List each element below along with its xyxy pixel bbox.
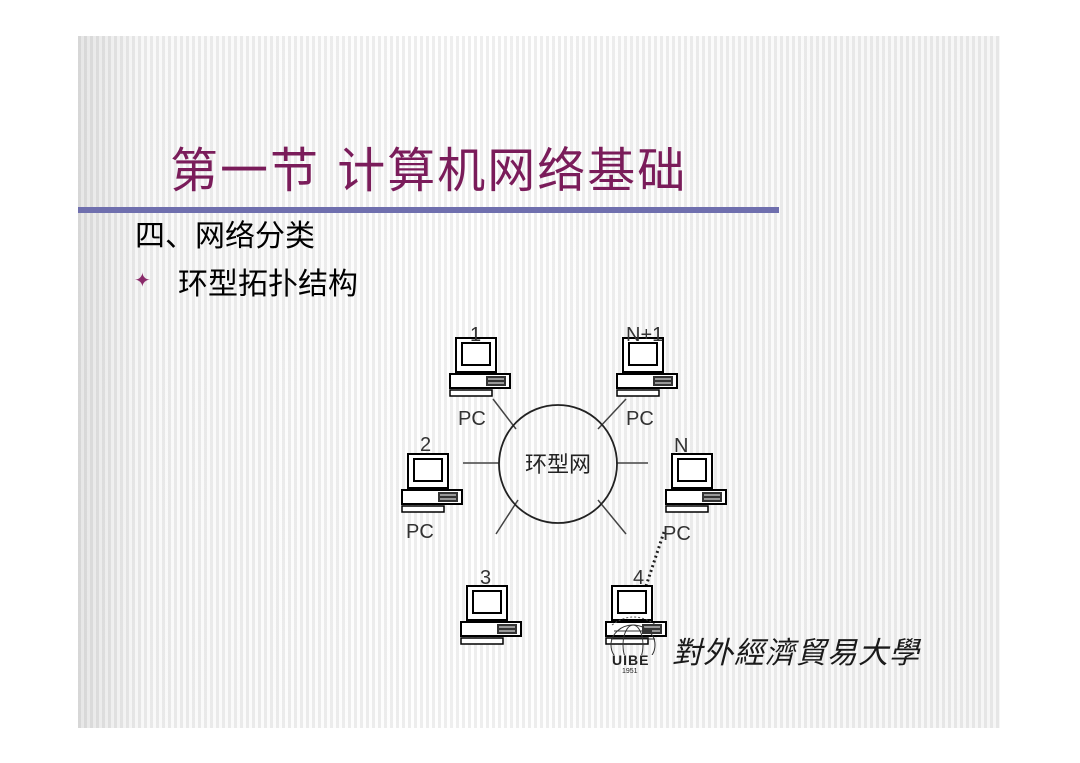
bullet-star-icon: ✦ [134, 268, 151, 292]
title-underline-rule [78, 207, 779, 213]
link-3 [495, 499, 519, 535]
dotted-continuation [644, 531, 666, 587]
node-label-3: 3 [480, 567, 491, 589]
section-heading: 四、网络分类 [135, 219, 315, 254]
node-type-n-plus-1: PC [626, 408, 654, 430]
link-1 [492, 398, 517, 430]
node-type-2: PC [406, 521, 434, 543]
node-type-n: PC [663, 523, 691, 545]
computer-icon [449, 337, 511, 397]
bullet-text: 环型拓扑结构 [178, 267, 358, 302]
logo-abbreviation: UIBE [612, 652, 650, 668]
node-label-4: 4 [633, 567, 644, 589]
logo-year: 1951 [622, 668, 638, 675]
link-4 [597, 499, 627, 535]
node-label-1: 1 [470, 324, 481, 346]
ring-topology-diagram: 环型网 1 PC N+1 PC 2 PC N PC 3 PC 4 PC [401, 324, 727, 645]
node-label-2: 2 [420, 434, 431, 456]
node-label-n: N [674, 435, 688, 457]
node-label-n-plus-1: N+1 [626, 324, 663, 346]
node-type-1: PC [458, 408, 486, 430]
computer-icon [460, 585, 522, 645]
ring-label: 环型网 [525, 453, 591, 478]
link-n-plus-1 [597, 398, 627, 430]
computer-icon [401, 453, 463, 513]
university-name: 對外經濟貿易大學 [672, 636, 920, 671]
slide-title: 第一节 计算机网络基础 [170, 143, 688, 199]
computer-icon [616, 337, 678, 397]
ring-network [498, 404, 618, 524]
computer-icon [665, 453, 727, 513]
uibe-globe-logo [610, 616, 657, 655]
slide-canvas: 第一节 计算机网络基础 四、网络分类 ✦ 环型拓扑结构 环型网 [78, 36, 1000, 728]
